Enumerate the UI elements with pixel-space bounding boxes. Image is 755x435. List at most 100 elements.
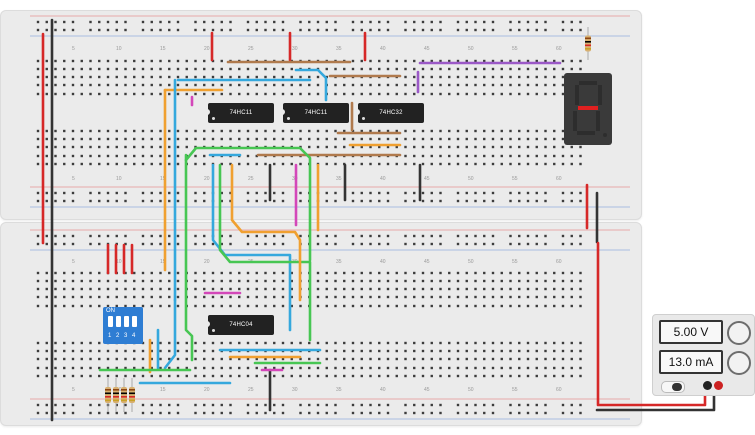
hole: [71, 83, 75, 87]
hole: [220, 234, 223, 238]
hole: [395, 162, 398, 166]
hole: [430, 234, 433, 238]
hole: [579, 411, 582, 415]
hole: [63, 366, 66, 370]
hole: [115, 154, 118, 158]
hole: [378, 20, 381, 24]
hole: [255, 411, 258, 415]
hole: [255, 83, 258, 87]
hole: [518, 234, 521, 238]
hole: [430, 287, 433, 291]
positive-terminal-icon[interactable]: [714, 381, 723, 390]
hole: [535, 67, 538, 71]
hole: [448, 137, 451, 141]
hole: [334, 234, 337, 238]
hole: [203, 295, 206, 299]
hole: [176, 92, 180, 96]
power-supply[interactable]: 5.00 V 13.0 mA: [652, 314, 755, 396]
hole: [185, 59, 188, 63]
chip-74hc11-a[interactable]: 74HC11: [206, 103, 274, 123]
hole: [273, 67, 276, 71]
hole: [133, 92, 136, 96]
hole: [509, 92, 512, 96]
hole: [570, 287, 573, 291]
hole: [63, 411, 66, 415]
hole: [474, 242, 477, 246]
dip-switch[interactable]: ON 1 2 3 4: [103, 307, 143, 344]
hole: [474, 154, 477, 158]
chip-74hc11-b[interactable]: 74HC11: [281, 103, 349, 123]
hole: [491, 411, 495, 415]
hole: [369, 349, 372, 353]
hole: [351, 20, 355, 24]
power-switch[interactable]: [661, 381, 685, 393]
hole: [535, 357, 538, 361]
column-number: 10: [116, 176, 122, 182]
hole: [386, 162, 390, 166]
hole: [579, 154, 582, 158]
hole: [124, 374, 127, 378]
hole: [168, 20, 171, 24]
hole: [115, 129, 118, 133]
hole: [308, 83, 311, 87]
seven-segment-display[interactable]: [564, 73, 612, 145]
hole: [150, 145, 153, 149]
hole: [150, 137, 153, 141]
hole: [369, 191, 372, 195]
hole: [98, 67, 101, 71]
chip-74hc32[interactable]: 74HC32: [356, 103, 424, 123]
hole: [456, 154, 460, 158]
hole: [141, 287, 145, 291]
hole: [281, 357, 285, 361]
hole: [526, 92, 530, 96]
hole: [168, 59, 171, 63]
hole: [351, 199, 355, 203]
hole: [491, 366, 495, 370]
hole: [553, 271, 556, 275]
hole: [150, 403, 153, 407]
hole: [404, 83, 407, 87]
hole: [570, 145, 573, 149]
hole: [159, 154, 162, 158]
hole: [491, 234, 495, 238]
hole: [360, 92, 363, 96]
hole: [561, 191, 565, 195]
column-number: 40: [380, 387, 386, 393]
hole: [229, 366, 232, 370]
hole: [474, 295, 477, 299]
hole: [386, 295, 390, 299]
hole: [203, 20, 206, 24]
hole: [500, 287, 503, 291]
hole: [413, 20, 416, 24]
hole: [491, 75, 495, 79]
hole: [535, 162, 538, 166]
column-number: 55: [512, 176, 518, 182]
hole: [168, 287, 171, 291]
hole: [518, 67, 521, 71]
hole: [483, 411, 486, 415]
hole: [255, 162, 258, 166]
dip-toggle-4[interactable]: [132, 316, 137, 327]
hole: [264, 137, 267, 141]
hole: [150, 129, 153, 133]
hole: [133, 75, 136, 79]
hole: [491, 92, 495, 96]
negative-terminal-icon[interactable]: [703, 381, 712, 390]
hole: [421, 75, 425, 79]
voltage-knob-icon[interactable]: [727, 321, 751, 345]
dip-toggle-3[interactable]: [124, 316, 129, 327]
hole: [483, 129, 486, 133]
dip-toggle-2[interactable]: [116, 316, 121, 327]
current-knob-icon[interactable]: [727, 351, 751, 375]
hole: [395, 279, 398, 283]
hole: [255, 242, 258, 246]
hole: [465, 129, 468, 133]
hole: [54, 129, 57, 133]
chip-74hc04[interactable]: 74HC04: [206, 315, 274, 335]
hole: [229, 295, 232, 299]
dip-toggle-1[interactable]: [108, 316, 113, 327]
hole: [500, 75, 503, 79]
hole: [395, 129, 398, 133]
hole: [290, 304, 293, 308]
